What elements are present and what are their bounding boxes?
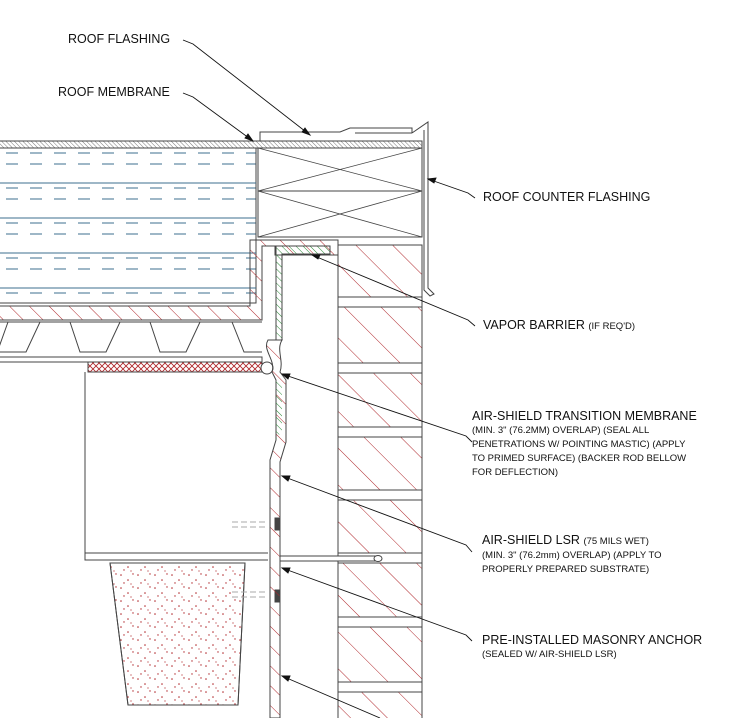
- anchor-title: PRE-INSTALLED MASONRY ANCHOR: [482, 633, 703, 647]
- label-roof-counter-flashing: ROOF COUNTER FLASHING: [483, 190, 651, 204]
- transition-membrane-note: FOR DEFLECTION): [472, 467, 559, 478]
- backer-rod: [260, 361, 274, 375]
- air-barrier-membrane: [266, 339, 287, 718]
- transition-membrane-note: PENETRATIONS W/ POINTING MASTIC) (APPLY: [472, 439, 686, 450]
- leader-lines: [182, 39, 476, 718]
- lsr-note: PROPERLY PREPARED SUBSTRATE): [482, 564, 650, 575]
- masonry-anchor: [279, 555, 383, 562]
- label-roof-membrane: ROOF MEMBRANE: [58, 85, 170, 99]
- label-air-shield-lsr: AIR-SHIELD LSR (75 MILS WET) (MIN. 3" (7…: [482, 533, 662, 577]
- metal-deck: [0, 321, 263, 363]
- wood-blocking: [257, 147, 423, 238]
- lsr-note: (MIN. 3" (76.2mm) OVERLAP) (APPLY TO: [482, 550, 662, 561]
- counter-flashing: [411, 121, 435, 297]
- transition-membrane-note: TO PRIMED SURFACE) (BACKER ROD BELLOW: [472, 453, 687, 464]
- lsr-inline-note: (75 MILS WET): [583, 536, 649, 547]
- anchor-note: (SEALED W/ AIR-SHIELD LSR): [482, 649, 617, 660]
- insulation-layers: [0, 147, 257, 304]
- transition-membrane-title: AIR-SHIELD TRANSITION MEMBRANE: [472, 409, 697, 423]
- roof-membrane: [0, 140, 423, 149]
- label-masonry-anchor: PRE-INSTALLED MASONRY ANCHOR (SEALED W/ …: [482, 633, 702, 662]
- vapor-barrier-layer: [0, 239, 339, 341]
- vapor-barrier-title: VAPOR BARRIER: [483, 318, 585, 332]
- concrete-block-wall: [84, 372, 280, 706]
- transition-membrane-note: (MIN. 3" (76.2MM) OVERLAP) (SEAL ALL: [472, 425, 650, 436]
- cross-hatched-plate: [87, 361, 263, 373]
- masonry-veneer: [337, 244, 423, 718]
- lsr-title: AIR-SHIELD LSR: [482, 533, 580, 547]
- vapor-barrier-note: (IF REQ'D): [588, 321, 636, 332]
- label-roof-flashing: ROOF FLASHING: [68, 32, 171, 46]
- roof-flashing: [259, 127, 413, 141]
- label-vapor-barrier: VAPOR BARRIER (IF REQ'D): [483, 318, 635, 334]
- label-transition-membrane: AIR-SHIELD TRANSITION MEMBRANE (MIN. 3" …: [472, 409, 697, 480]
